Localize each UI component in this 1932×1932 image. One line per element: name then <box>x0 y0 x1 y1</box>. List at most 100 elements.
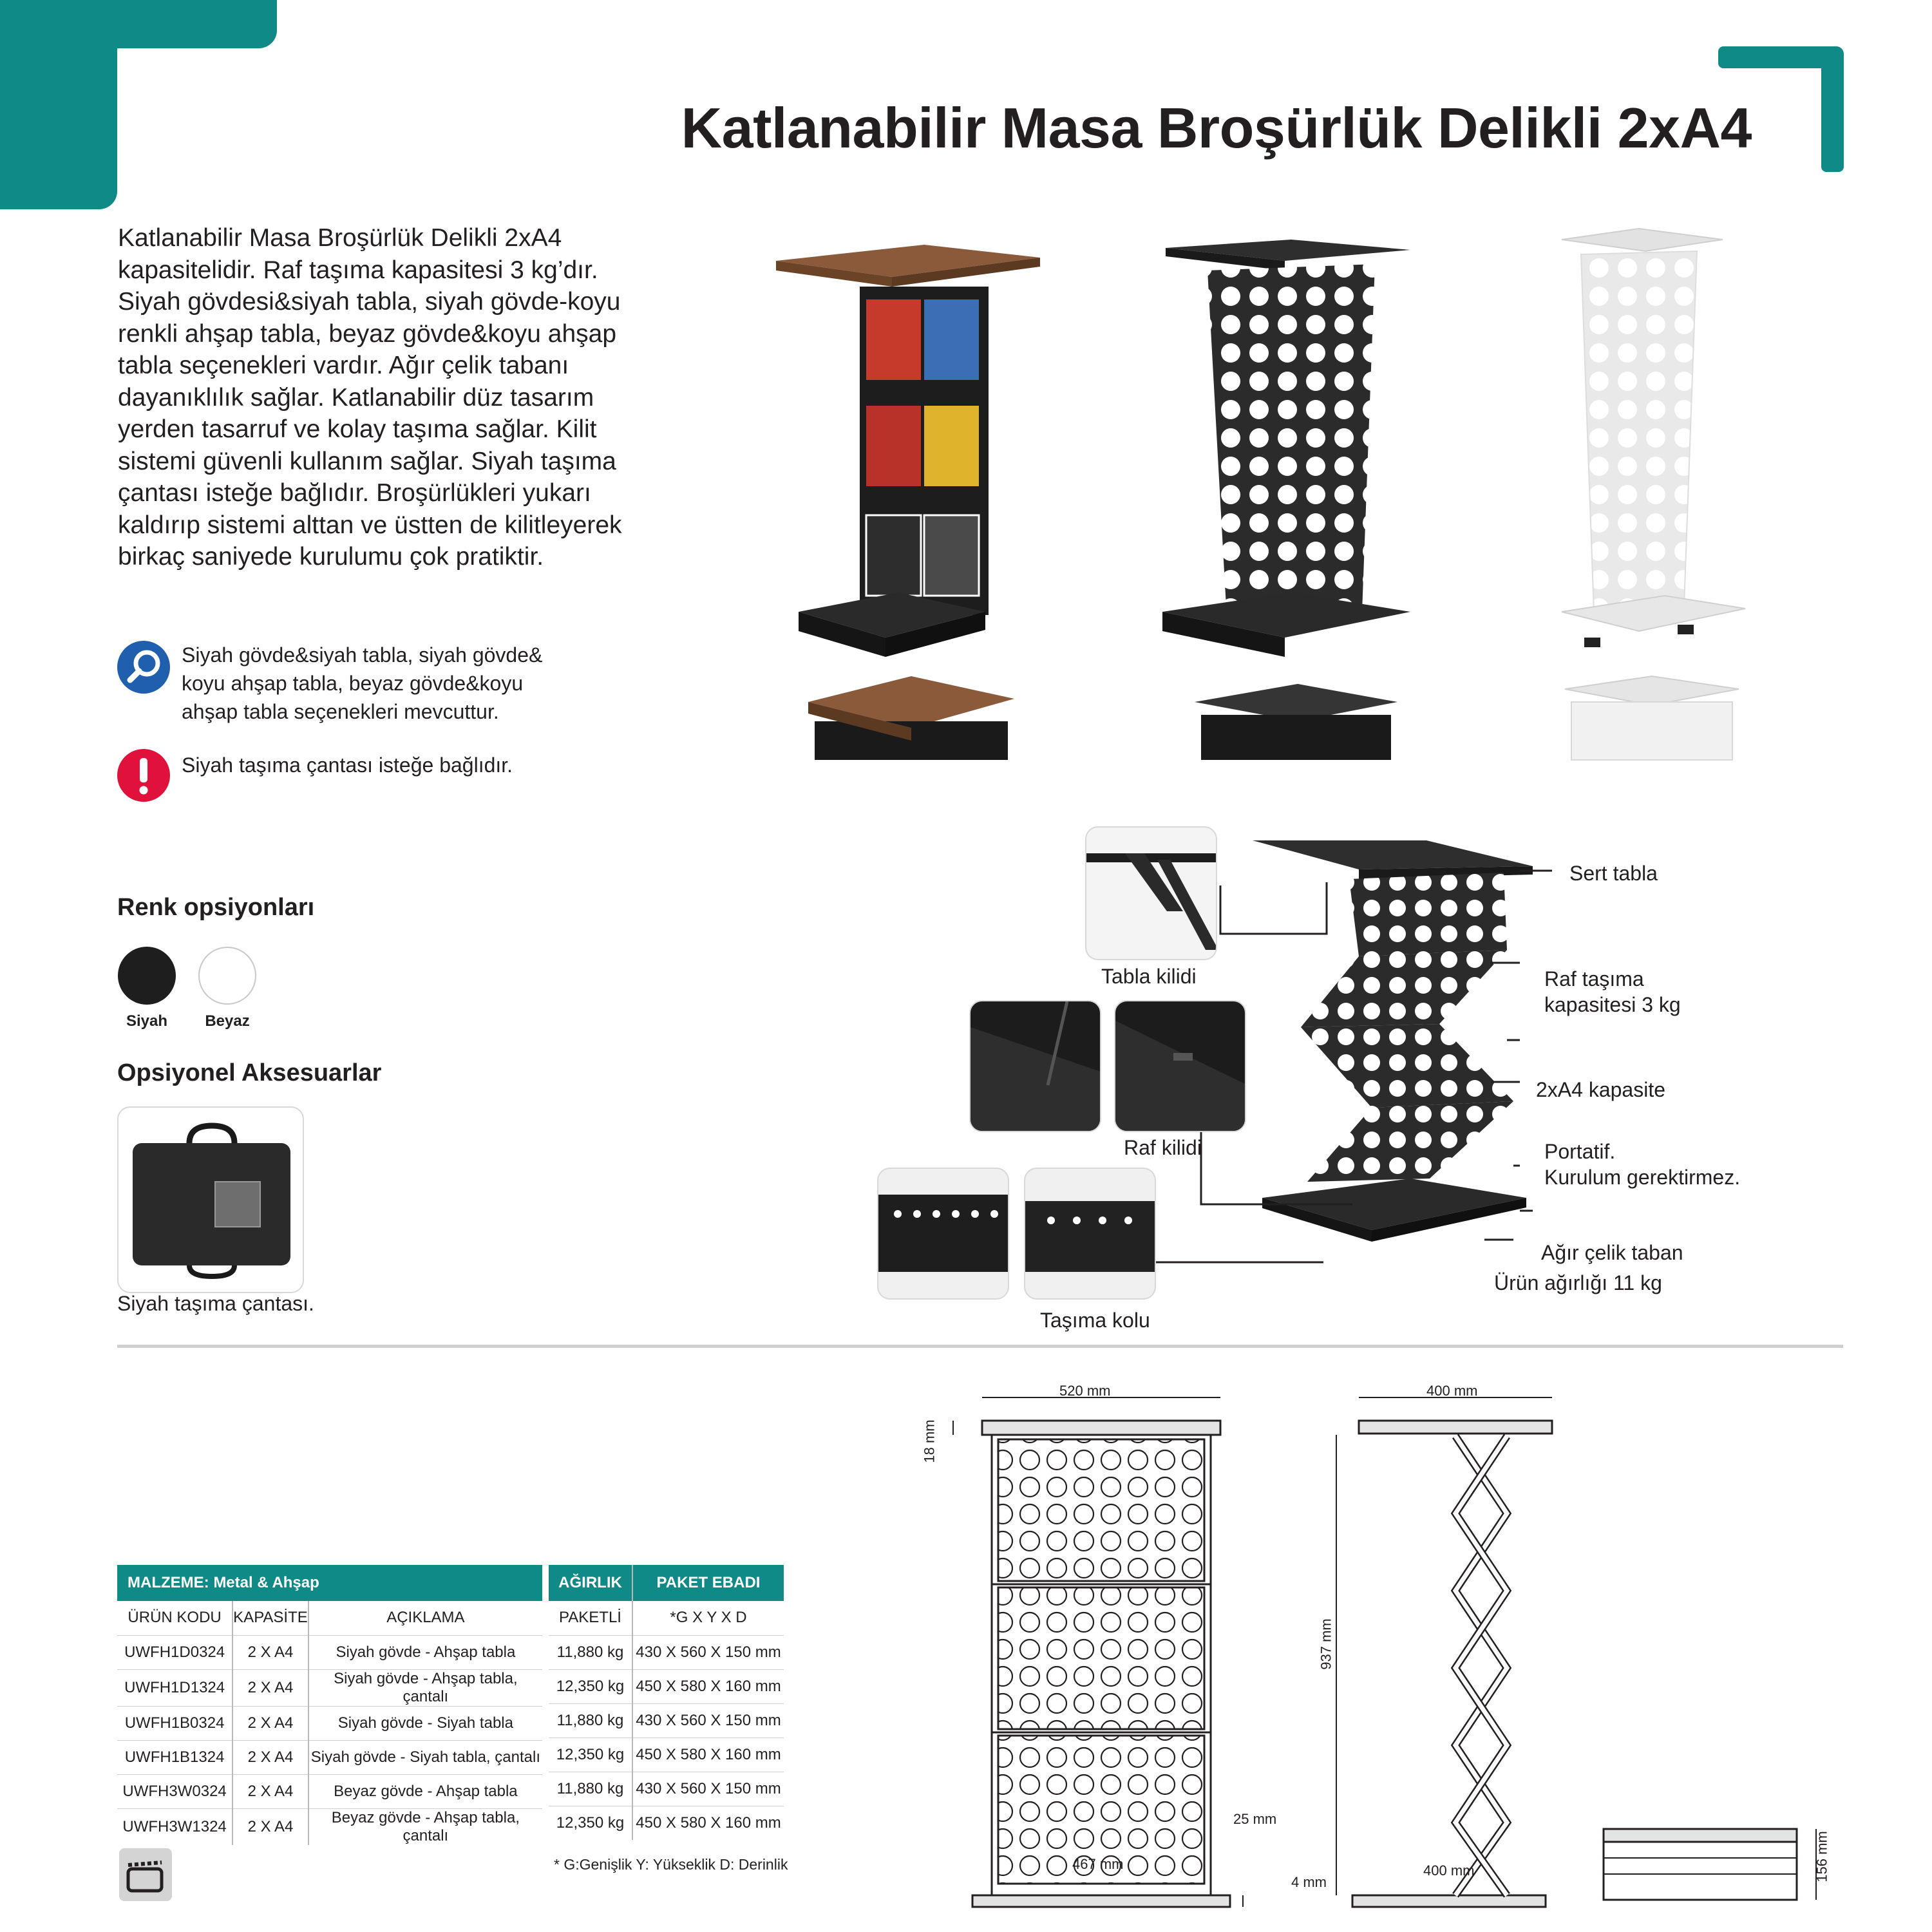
cell-desc: Siyah gövde - Siyah tabla, çantalı <box>308 1739 542 1774</box>
dim-front-width: 520 mm <box>1059 1383 1111 1399</box>
cell-package: 430 X 560 X 150 mm <box>632 1703 784 1738</box>
tasima-kolu-photo-2 <box>1024 1168 1156 1300</box>
callout-tabla-kilidi: Tabla kilidi <box>1101 965 1197 988</box>
cell-weight: 12,350 kg <box>549 1737 633 1772</box>
cell-package: 450 X 580 X 160 mm <box>632 1737 784 1772</box>
callout-sert-tabla: Sert tabla <box>1569 862 1658 885</box>
cell-desc: Siyah gövde - Siyah tabla <box>308 1705 542 1740</box>
cell-capacity: 2 X A4 <box>232 1739 309 1774</box>
weight-header: AĞIRLIK <box>549 1565 633 1601</box>
package-header: PAKET EBADI <box>632 1565 784 1601</box>
product-photos <box>776 227 1746 761</box>
weight-sub-header: PAKETLİ <box>549 1601 633 1635</box>
swatch-white[interactable] <box>198 947 256 1005</box>
exclamation-icon <box>117 749 170 802</box>
cell-desc: Siyah gövde - Ahşap tabla, çantalı <box>308 1669 542 1706</box>
dim-side-offset: 4 mm <box>1291 1874 1327 1890</box>
col-header-capacity: KAPASİTE <box>232 1601 309 1635</box>
callout-raf-tasima-2: kapasitesi 3 kg <box>1544 993 1681 1016</box>
stand-white-photo <box>1561 227 1746 761</box>
note-bag: Siyah taşıma çantası isteğe bağlıdır. <box>182 753 513 777</box>
callout-kapasite: 2xA4 kapasite <box>1536 1078 1666 1101</box>
cell-package: 430 X 560 X 150 mm <box>632 1771 784 1806</box>
note-options: Siyah gövde&siyah tabla, siyah gövde& ko… <box>182 643 543 723</box>
callout-raf-tasima-1: Raf taşıma <box>1544 967 1644 990</box>
cell-desc: Beyaz gövde - Ahşap tabla, çantalı <box>308 1808 542 1845</box>
callout-taban: Ağır çelik taban <box>1541 1241 1683 1264</box>
swatch-white-label: Beyaz <box>205 1012 250 1030</box>
cell-code: UWFH1B1324 <box>117 1739 234 1774</box>
dim-height: 937 mm <box>1318 1618 1334 1670</box>
spec-table-package: AĞIRLIK PAKET EBADI PAKETLİ *G X Y X D 1… <box>549 1565 784 1840</box>
cell-package: 450 X 580 X 160 mm <box>632 1669 784 1703</box>
table-footnote: * G:Genişlik Y: Yükseklik D: Derinlik <box>554 1856 788 1873</box>
cell-desc: Siyah gövde - Ahşap tabla <box>308 1634 542 1669</box>
cell-weight: 11,880 kg <box>549 1634 633 1669</box>
callout-tasima-kolu: Taşıma kolu <box>1040 1309 1150 1332</box>
corner-notch <box>117 48 143 74</box>
col-header-code: ÜRÜN KODU <box>117 1601 234 1635</box>
cell-code: UWFH1B0324 <box>117 1705 234 1740</box>
cell-capacity: 2 X A4 <box>232 1669 309 1706</box>
dim-side-base: 400 mm <box>1423 1862 1475 1879</box>
package-sub-header: *G X Y X D <box>670 1609 747 1627</box>
cell-weight: 12,350 kg <box>549 1669 633 1703</box>
cell-weight: 11,880 kg <box>549 1771 633 1806</box>
cell-capacity: 2 X A4 <box>232 1808 309 1845</box>
dim-base-height: 25 mm <box>1233 1811 1277 1827</box>
cell-weight: 12,350 kg <box>549 1805 633 1840</box>
callout-portatif-2: Kurulum gerektirmez. <box>1544 1166 1741 1189</box>
stand-wood-top-photo <box>776 245 1040 760</box>
dim-top-thickness: 18 mm <box>921 1419 938 1463</box>
cell-capacity: 2 X A4 <box>232 1774 309 1808</box>
cell-capacity: 2 X A4 <box>232 1634 309 1669</box>
raf-kilidi-photo-2 <box>1114 1000 1246 1132</box>
material-header: MALZEME: Metal & Ahşap <box>117 1565 542 1601</box>
cell-capacity: 2 X A4 <box>232 1705 309 1740</box>
bag-caption: Siyah taşıma çantası. <box>117 1292 314 1315</box>
intro-paragraph: Katlanabilir Masa Broşürlük Delikli 2xA4… <box>118 224 622 571</box>
dim-base-width: 467 mm <box>1072 1856 1124 1872</box>
color-options-title: Renk opsiyonları <box>117 894 315 921</box>
cell-desc: Beyaz gövde - Ahşap tabla <box>308 1774 542 1808</box>
cell-weight: 11,880 kg <box>549 1703 633 1738</box>
section-divider <box>117 1345 1843 1348</box>
cell-code: UWFH3W0324 <box>117 1774 234 1808</box>
technical-drawings <box>952 1397 1817 1908</box>
tabla-kilidi-photo <box>1085 826 1217 960</box>
col-header-desc: AÇIKLAMA <box>386 1609 465 1627</box>
magnifier-icon <box>117 641 170 694</box>
bag-photo <box>117 1106 304 1293</box>
raf-kilidi-photo-1 <box>969 1000 1101 1132</box>
corner-decoration-right <box>1821 46 1844 172</box>
swatch-black-label: Siyah <box>126 1012 168 1030</box>
tasima-kolu-photo-1 <box>877 1168 1009 1300</box>
spec-table-main: MALZEME: Metal & Ahşap ÜRÜN KODU KAPASİT… <box>117 1565 542 1845</box>
stand-black-photo <box>1162 240 1410 760</box>
feature-diagram <box>1156 840 1552 1264</box>
cell-code: UWFH1D1324 <box>117 1669 234 1706</box>
accessories-title: Opsiyonel Aksesuarlar <box>117 1059 382 1086</box>
swatch-black[interactable] <box>118 947 176 1005</box>
cell-code: UWFH1D0324 <box>117 1634 234 1669</box>
cell-code: UWFH3W1324 <box>117 1808 234 1845</box>
callout-agirlik: Ürün ağırlığı 11 kg <box>1494 1271 1662 1294</box>
cell-package: 450 X 580 X 160 mm <box>632 1805 784 1840</box>
dim-folded-height: 156 mm <box>1814 1831 1830 1882</box>
corner-decoration-left <box>0 0 117 209</box>
page-title: Katlanabilir Masa Broşürlük Delikli 2xA4 <box>681 96 1752 160</box>
dim-side-width: 400 mm <box>1426 1383 1478 1399</box>
cell-package: 430 X 560 X 150 mm <box>632 1634 784 1669</box>
